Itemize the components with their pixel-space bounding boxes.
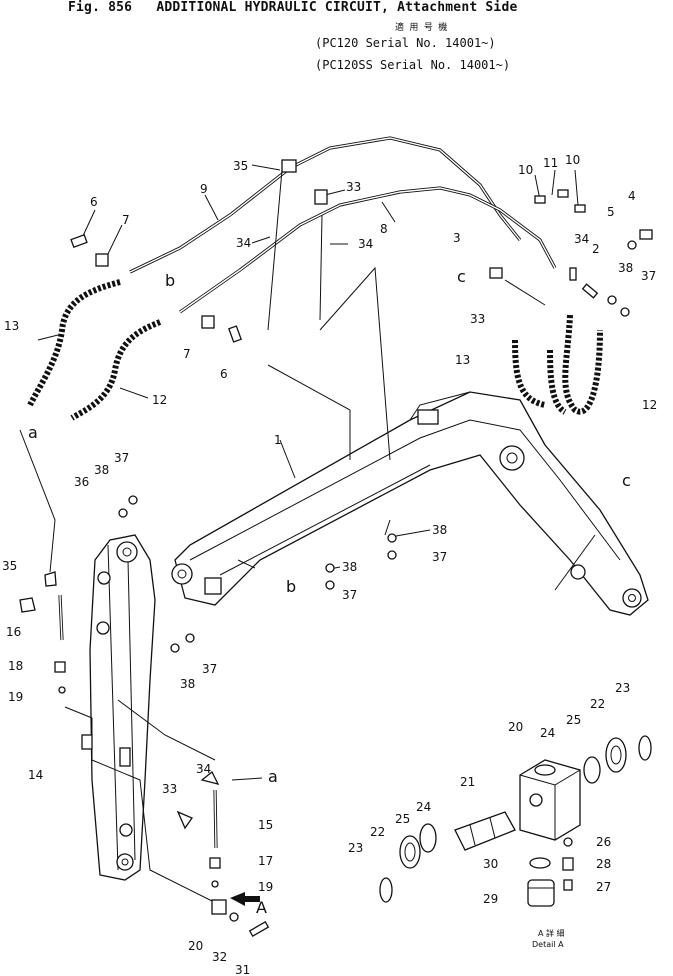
callout: 33 [470, 312, 485, 326]
callout: 15 [258, 818, 273, 832]
callout: 37 [114, 451, 129, 465]
ref-c: c [622, 471, 631, 490]
callout: 22 [590, 697, 605, 711]
callout: 33 [162, 782, 177, 796]
callout: 12 [152, 393, 167, 407]
callout: 25 [395, 812, 410, 826]
callout: 14 [28, 768, 43, 782]
figure-title: Fig. 856 ADDITIONAL HYDRAULIC CIRCUIT, A… [68, 0, 518, 15]
callout: 22 [370, 825, 385, 839]
callout: 29 [483, 892, 498, 906]
callout: 1 [274, 433, 282, 447]
callout: 36 [74, 475, 89, 489]
callout: 17 [258, 854, 273, 868]
applicable-models-jp: 適 用 号 機 [395, 23, 448, 33]
model-pc120ss: PC120SS Serial No. 14001~ [322, 58, 503, 72]
callout: 23 [348, 841, 363, 855]
callout: 21 [460, 775, 475, 789]
callout: 24 [540, 726, 555, 740]
callout: 30 [483, 857, 498, 871]
callout: 34 [574, 232, 589, 246]
piping [27, 136, 603, 849]
callout: 37 [641, 269, 656, 283]
callout: 8 [380, 222, 388, 236]
figure-heading: ADDITIONAL HYDRAULIC CIRCUIT, Attachment… [156, 0, 518, 15]
callout: 19 [8, 690, 23, 704]
callout: 16 [6, 625, 21, 639]
ref-b: b [165, 271, 175, 290]
callout: 38 [432, 523, 447, 537]
detail-a-jp-label: A 詳 細 [538, 928, 565, 938]
callout: 32 [212, 950, 227, 964]
callout: 37 [432, 550, 447, 564]
model-line-1: (PC120 Serial No. 14001~) [315, 36, 496, 50]
callout: 37 [202, 662, 217, 676]
callout: 23 [615, 681, 630, 695]
callout: 38 [618, 261, 633, 275]
callout: 12 [642, 398, 657, 412]
detail-a-arrow-icon [230, 892, 260, 906]
callout: 27 [596, 880, 611, 894]
callout: 37 [342, 588, 357, 602]
callout: 13 [455, 353, 470, 367]
callout: 38 [180, 677, 195, 691]
callout: 6 [90, 195, 98, 209]
callout: 5 [607, 205, 615, 219]
arm-drawing [81, 534, 156, 881]
figure-number: Fig. 856 [68, 0, 133, 15]
model-pc120: PC120 Serial No. 14001~ [322, 36, 489, 50]
callout: 38 [94, 463, 109, 477]
callout: 11 [543, 156, 558, 170]
callout-labels: 6 7 13 12 9 35 33 8 34 34 7 6 1 10 11 10… [2, 153, 657, 976]
callout: 10 [518, 163, 533, 177]
callout: 9 [200, 182, 208, 196]
detail-a-label: Detail A [532, 940, 564, 949]
ref-detail-a: A [256, 898, 267, 917]
detail-a-drawing [230, 735, 652, 907]
callout: 7 [183, 347, 191, 361]
callout: 6 [220, 367, 228, 381]
callout: 38 [342, 560, 357, 574]
ref-a: a [268, 767, 278, 786]
boom-drawing [171, 391, 649, 616]
callout: 33 [346, 180, 361, 194]
callout: 34 [196, 762, 211, 776]
reference-letters: b b a a c c A A 詳 細 Detail A [28, 267, 631, 949]
callout: 35 [2, 559, 17, 573]
callout: 13 [4, 319, 19, 333]
callout: 35 [233, 159, 248, 173]
callout: 18 [8, 659, 23, 673]
model-line-2: (PC120SS Serial No. 14001~) [315, 58, 511, 72]
callout: 26 [596, 835, 611, 849]
callout: 25 [566, 713, 581, 727]
ref-a: a [28, 423, 38, 442]
callout: 20 [188, 939, 203, 953]
small-parts [19, 159, 653, 937]
ref-b: b [286, 577, 296, 596]
callout: 7 [122, 213, 130, 227]
callout: 19 [258, 880, 273, 894]
callout: 31 [235, 963, 250, 976]
callout: 2 [592, 242, 600, 256]
callout: 4 [628, 189, 636, 203]
callout: 24 [416, 800, 431, 814]
callout: 3 [453, 231, 461, 245]
callout: 10 [565, 153, 580, 167]
callout: 34 [236, 236, 251, 250]
callout: 34 [358, 237, 373, 251]
ref-c: c [457, 267, 466, 286]
callout: 20 [508, 720, 523, 734]
callout: 28 [596, 857, 611, 871]
leader-lines [19, 164, 596, 906]
